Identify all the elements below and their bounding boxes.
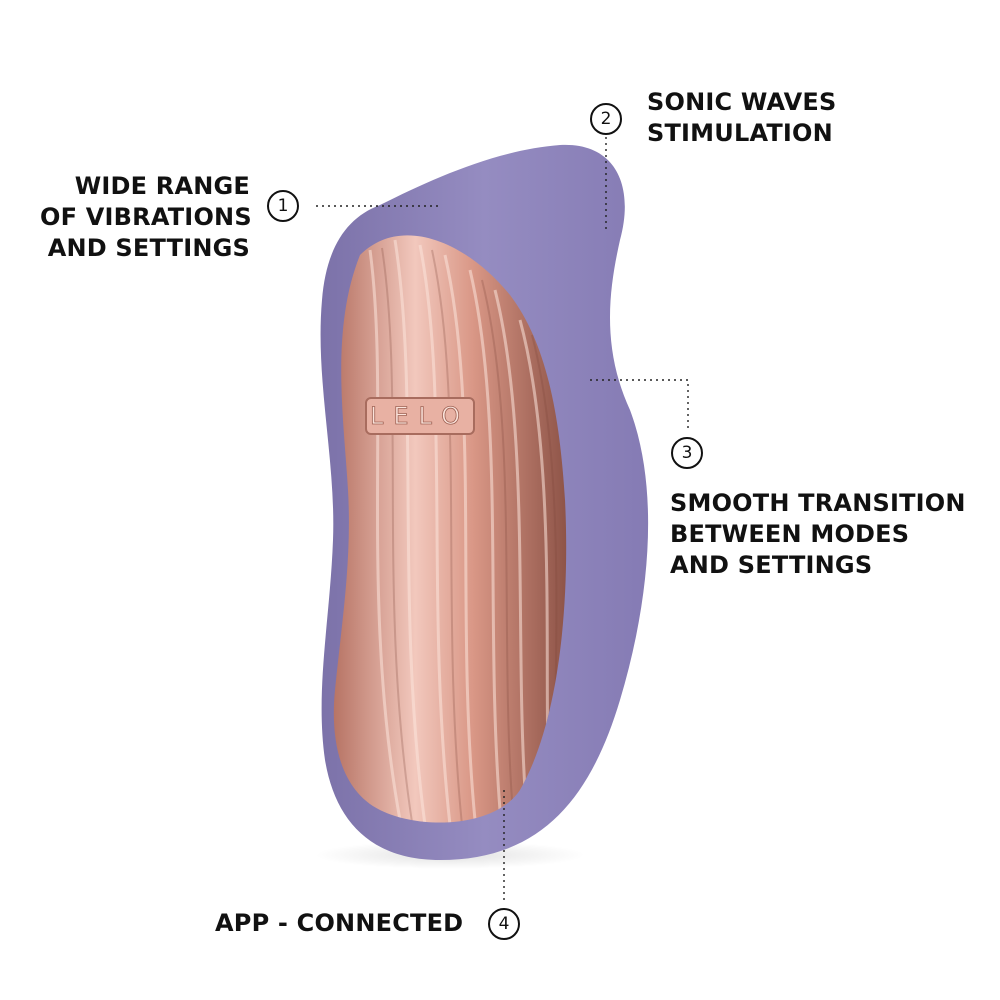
callout-number-1: 1 bbox=[267, 190, 299, 222]
callout-number-3: 3 bbox=[671, 437, 703, 469]
callout-label-4: APP - CONNECTED bbox=[215, 908, 463, 939]
callout-3-line-2: BETWEEN MODES bbox=[670, 520, 910, 548]
callout-label-1: WIDE RANGE OF VIBRATIONS AND SETTINGS bbox=[40, 171, 252, 264]
callout-2-line-2: STIMULATION bbox=[647, 119, 833, 147]
callout-number-2: 2 bbox=[590, 103, 622, 135]
callout-label-3: SMOOTH TRANSITION BETWEEN MODES AND SETT… bbox=[670, 488, 966, 581]
callout-3-line-1: SMOOTH TRANSITION bbox=[670, 489, 966, 517]
rose-gold-panel bbox=[333, 235, 567, 823]
callout-label-2: SONIC WAVES STIMULATION bbox=[647, 87, 836, 149]
panel-ridges bbox=[368, 239, 550, 823]
callout-1-line-1: WIDE RANGE bbox=[74, 172, 250, 200]
leader-lines bbox=[316, 137, 689, 900]
callout-4-line-1: APP - CONNECTED bbox=[215, 909, 464, 937]
logo-text: LELO bbox=[370, 402, 470, 430]
callout-3-line-3: AND SETTINGS bbox=[670, 551, 873, 579]
callout-2-line-1: SONIC WAVES bbox=[647, 88, 837, 116]
callout-1-line-2: OF VIBRATIONS bbox=[40, 203, 252, 231]
callout-number-4: 4 bbox=[488, 908, 520, 940]
logo-plate bbox=[365, 397, 475, 435]
callout-1-line-3: AND SETTINGS bbox=[47, 234, 250, 262]
leader-line-3 bbox=[590, 379, 689, 432]
